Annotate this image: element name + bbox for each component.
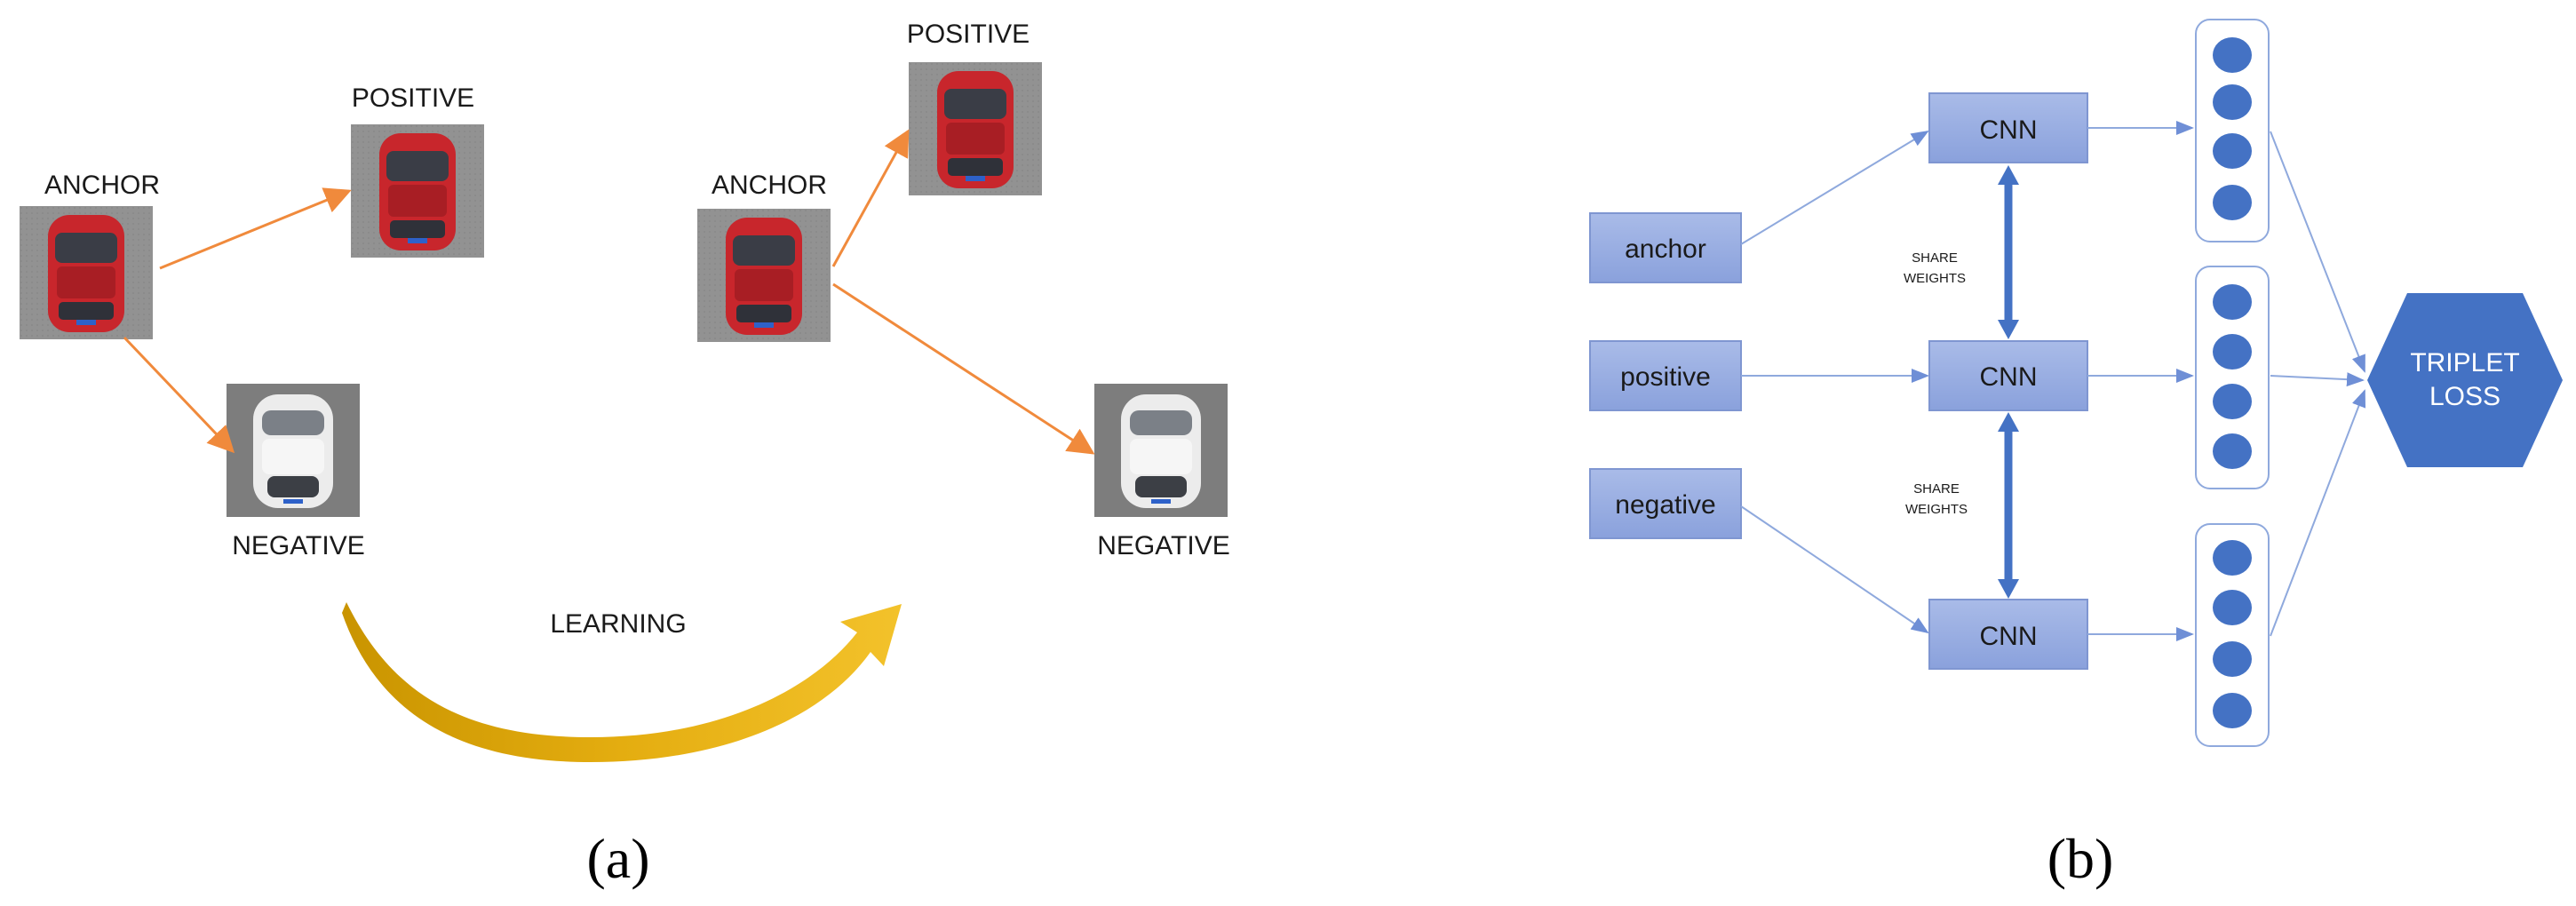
embedding-node xyxy=(2213,433,2252,469)
triplet-loss-label-line2: LOSS xyxy=(2429,382,2500,411)
embedding-node xyxy=(2213,590,2252,625)
learning-label: LEARNING xyxy=(550,609,686,639)
embedding-node xyxy=(2213,641,2252,677)
cnn-box-bottom: CNN xyxy=(1928,599,2088,670)
panel-a: ANCHOR POSITIVE NEGATIVE POSITIVE ANCHOR… xyxy=(20,20,1230,890)
share-weights-bottom-line1: SHARE xyxy=(1913,481,1960,497)
left-anchor-red-car-photo-icon xyxy=(20,206,153,339)
left-negative-white-car-photo-icon xyxy=(227,384,360,517)
embedding-column-top xyxy=(2195,19,2270,242)
embedding-node xyxy=(2213,185,2252,220)
anchor-to-cnn-link xyxy=(1740,130,1929,245)
left-positive-label: POSITIVE xyxy=(352,83,474,113)
negative-to-cnn-link xyxy=(1740,505,1929,634)
right-positive-red-car-photo-icon xyxy=(909,62,1042,195)
panel-b: anchor positive negative CNN CNN CNN xyxy=(1589,19,2563,890)
cnn-label-bottom: CNN xyxy=(1980,622,2038,651)
caption-b: (b) xyxy=(2047,827,2114,890)
right-anchor-to-negative-arrow xyxy=(832,282,1095,455)
embedding-to-loss-link-bottom xyxy=(2270,389,2366,637)
right-negative-label: NEGATIVE xyxy=(1097,531,1229,560)
embedding-column-bottom xyxy=(2195,523,2270,747)
embedding-node xyxy=(2213,334,2252,370)
left-anchor-to-positive-arrow xyxy=(159,187,352,270)
left-positive-red-car-photo-icon xyxy=(351,124,484,258)
embedding-node xyxy=(2213,133,2252,169)
embedding-node xyxy=(2213,540,2252,576)
embedding-to-loss-link-top xyxy=(2270,131,2365,373)
cnn-box-top: CNN xyxy=(1928,92,2088,163)
caption-a: (a) xyxy=(586,827,649,890)
embedding-node xyxy=(2213,84,2252,120)
cnn-label-middle: CNN xyxy=(1980,362,2038,392)
embedding-node xyxy=(2213,693,2252,728)
input-label-anchor: anchor xyxy=(1625,234,1706,264)
embedding-node xyxy=(2213,384,2252,419)
share-weights-top-line1: SHARE xyxy=(1912,250,1958,266)
share-weights-bottom-line2: WEIGHTS xyxy=(1905,502,1968,517)
left-anchor-label: ANCHOR xyxy=(44,171,160,200)
input-box-negative: negative xyxy=(1589,468,1742,539)
right-positive-label: POSITIVE xyxy=(907,20,1030,49)
input-label-negative: negative xyxy=(1615,490,1715,520)
left-negative-label: NEGATIVE xyxy=(232,531,364,560)
share-weights-top-line2: WEIGHTS xyxy=(1904,271,1966,286)
right-anchor-red-car-photo-icon xyxy=(697,209,831,342)
input-box-anchor: anchor xyxy=(1589,212,1742,283)
embedding-node xyxy=(2213,284,2252,320)
triplet-loss-node: TRIPLET LOSS xyxy=(2367,293,2563,467)
cnn-box-middle: CNN xyxy=(1928,340,2088,411)
input-box-positive: positive xyxy=(1589,340,1742,411)
right-anchor-to-positive-arrow xyxy=(831,129,910,267)
embedding-to-loss-link-middle xyxy=(2270,372,2365,387)
left-anchor-to-negative-arrow xyxy=(123,336,235,454)
right-negative-white-car-photo-icon xyxy=(1094,384,1228,517)
input-label-positive: positive xyxy=(1620,362,1711,392)
right-anchor-label: ANCHOR xyxy=(712,171,827,200)
cnn-label-top: CNN xyxy=(1980,115,2038,145)
embedding-column-middle xyxy=(2195,266,2270,489)
share-weights-arrow-bottom xyxy=(1998,412,2019,599)
triplet-loss-label-line1: TRIPLET xyxy=(2410,348,2519,378)
embedding-node xyxy=(2213,37,2252,73)
learning-curved-arrow-icon xyxy=(342,602,902,762)
share-weights-arrow-top xyxy=(1998,165,2019,339)
